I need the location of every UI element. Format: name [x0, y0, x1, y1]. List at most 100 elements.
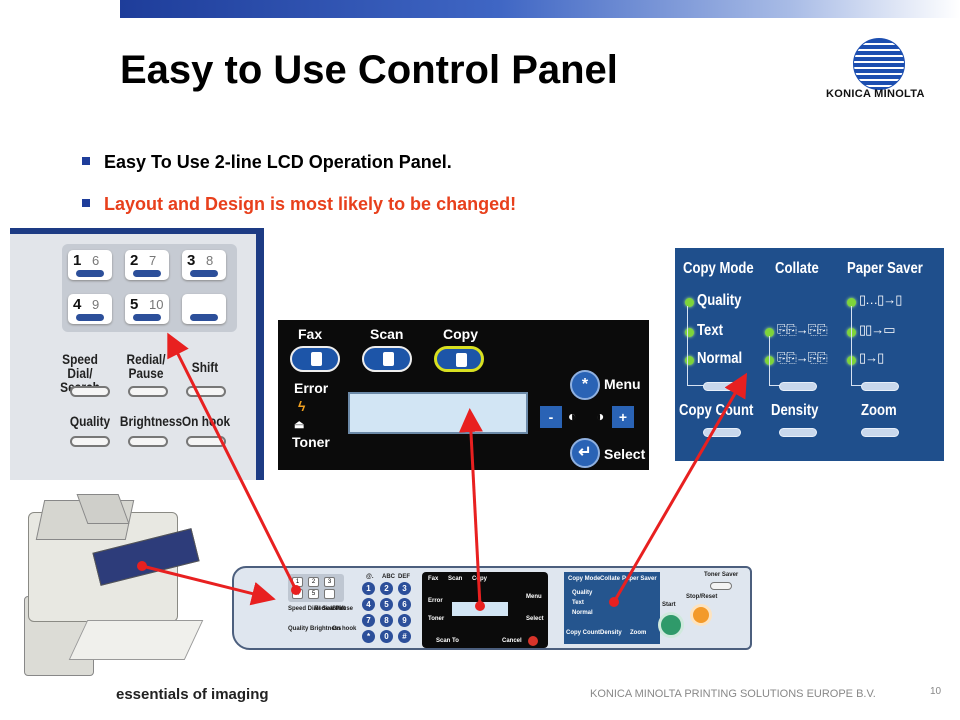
brand-name: KONICA MINOLTA	[826, 88, 925, 100]
scan-to-label: Scan To	[436, 638, 459, 644]
mini-key[interactable]: 3	[324, 577, 335, 587]
numpad-key[interactable]: 2	[380, 582, 393, 595]
copy-mode-button[interactable]	[703, 382, 741, 391]
paper-saver-off-icon: ▯→▯	[859, 350, 884, 365]
toner-saver-button[interactable]	[710, 582, 732, 590]
mini-key[interactable]: 2	[308, 577, 319, 587]
copy-icon	[456, 353, 467, 367]
speed-dial-button[interactable]	[70, 386, 110, 397]
start-label: Start	[662, 602, 676, 608]
mini-text-option: Text	[572, 600, 584, 606]
quality-led-icon	[685, 298, 694, 307]
mini-zoom-label: Zoom	[630, 630, 647, 636]
paper-saver-header: Paper Saver	[847, 260, 923, 277]
mini-quality-option: Quality	[572, 590, 593, 596]
header-gradient-bar	[120, 0, 960, 18]
density-label: Density	[771, 402, 819, 419]
mini-fax-label: Fax	[428, 576, 439, 582]
left-arrow-button[interactable]: -	[540, 406, 562, 428]
paper-saver-bracket	[851, 306, 881, 386]
mini-toner-label: Toner	[428, 616, 445, 622]
on-hook-button[interactable]	[186, 436, 226, 447]
right-arrow-button[interactable]: +	[612, 406, 634, 428]
numpad-key[interactable]: 1	[362, 582, 375, 595]
collate-button[interactable]	[779, 382, 817, 391]
paper-saver-button[interactable]	[861, 382, 899, 391]
stop-reset-button[interactable]	[690, 604, 712, 626]
numpad-key[interactable]: 9	[398, 614, 411, 627]
bullet-square-icon	[82, 199, 90, 208]
fax-mode-button[interactable]	[290, 346, 340, 372]
scan-icon	[383, 352, 394, 366]
cancel-button[interactable]	[528, 636, 538, 646]
text-option: Text	[697, 322, 724, 339]
shift-button[interactable]	[186, 386, 226, 397]
mini-key[interactable]	[324, 589, 335, 599]
zoom-label: Zoom	[861, 402, 897, 419]
select-button[interactable]: ↵	[570, 438, 600, 468]
on-hook-label: On hook	[181, 413, 231, 429]
contrast-low-icon: ◐	[568, 408, 577, 424]
start-button[interactable]	[658, 612, 684, 638]
numpad-key[interactable]: 0	[380, 630, 393, 643]
bullet-text: Layout and Design is most likely to be c…	[104, 194, 517, 214]
contrast-high-icon: ◑	[596, 408, 605, 424]
fax-icon	[311, 352, 322, 366]
redial-button[interactable]	[128, 386, 168, 397]
zoom-button[interactable]	[861, 428, 899, 437]
lcd-display	[348, 392, 528, 434]
mini-copy-count-label: Copy Count	[566, 630, 600, 636]
numpad-letters-1: @.	[366, 574, 374, 580]
toner-label: Toner	[292, 434, 330, 450]
bullet-item-warning: Layout and Design is most likely to be c…	[82, 194, 516, 215]
mini-key[interactable]: 1	[292, 577, 303, 587]
mini-scan-label: Scan	[448, 576, 463, 582]
toner-icon: ⏏	[294, 419, 305, 431]
scan-label: Scan	[370, 326, 404, 342]
quality-button[interactable]	[70, 436, 110, 447]
copy-mode-button[interactable]	[434, 346, 484, 372]
quality-label: Quality	[69, 413, 111, 429]
mini-one-touch-keypad: 1 2 3 4 5	[288, 574, 344, 602]
page-number: 10	[930, 686, 942, 697]
cancel-label: Cancel	[502, 638, 522, 644]
one-touch-key[interactable]	[182, 294, 226, 324]
mini-lcd-display	[452, 602, 508, 616]
mini-shift-label: Shift	[332, 606, 346, 612]
density-button[interactable]	[779, 428, 817, 437]
full-control-panel: 1 2 3 4 5 Speed Dial/ Search Redial/ Pau…	[232, 566, 752, 650]
numpad-key[interactable]: *	[362, 630, 375, 643]
mini-key[interactable]: 4	[292, 589, 303, 599]
mini-density-label: Density	[600, 630, 622, 636]
brightness-label: Brightness	[119, 413, 183, 429]
konica-minolta-logo-icon	[853, 38, 905, 90]
collate-led-icon	[765, 328, 774, 337]
mini-lcd-panel: Fax Scan Copy Error Toner Menu Select Sc…	[422, 572, 548, 648]
numpad-key[interactable]: #	[398, 630, 411, 643]
scan-mode-button[interactable]	[362, 346, 412, 372]
menu-button[interactable]: *	[570, 370, 600, 400]
toner-saver-label: Toner Saver	[704, 572, 739, 578]
numpad-key[interactable]: 6	[398, 598, 411, 611]
numpad-key[interactable]: 8	[380, 614, 393, 627]
paper-saver-4up-icon: ▯…▯→▯	[859, 292, 902, 307]
select-label: Select	[604, 446, 646, 462]
copy-count-button[interactable]	[703, 428, 741, 437]
mini-copy-mode-header: Copy Mode	[568, 576, 601, 582]
numpad-letters-3: DEF	[398, 574, 410, 580]
numpad-key[interactable]: 7	[362, 614, 375, 627]
error-label: Error	[294, 380, 329, 396]
brightness-button[interactable]	[128, 436, 168, 447]
mini-paper-saver-header: Paper Saver	[622, 576, 657, 582]
mini-key[interactable]: 5	[308, 589, 319, 599]
mini-select-label: Select	[526, 616, 544, 622]
numpad-key[interactable]: 3	[398, 582, 411, 595]
numpad-key[interactable]: 4	[362, 598, 375, 611]
numpad-key[interactable]: 5	[380, 598, 393, 611]
slide-title: Easy to Use Control Panel	[120, 48, 618, 92]
